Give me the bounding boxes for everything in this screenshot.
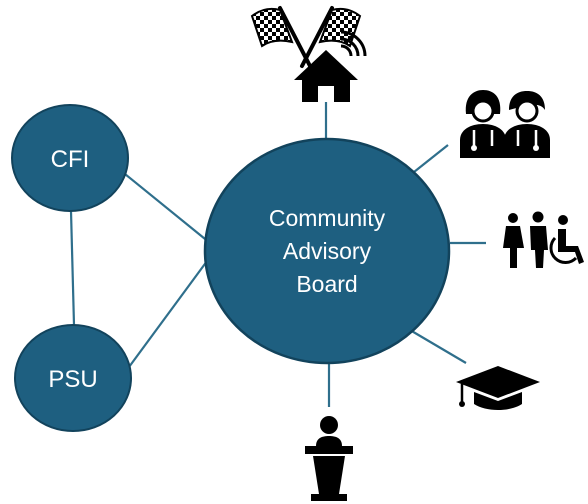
node-board-circle [203, 137, 451, 365]
node-cfi[interactable]: CFI [11, 104, 129, 212]
node-board-line-2: Advisory [283, 238, 372, 264]
node-psu[interactable]: PSU [14, 324, 132, 432]
connector-cfi-board [124, 173, 211, 244]
healthcare-workers-icon [460, 90, 550, 158]
node-cfi-circle [11, 104, 129, 212]
connector-cfi-psu [69, 210, 76, 326]
checkered-flags-icon [250, 6, 362, 68]
family-accessibility-icon [503, 211, 584, 268]
connectors [69, 102, 486, 407]
node-board-line-3: Board [296, 271, 357, 297]
connector-psu-board [128, 256, 211, 368]
node-board-line-1: Community [269, 205, 386, 231]
node-psu-label: PSU [48, 366, 97, 393]
smart-home-icon [294, 30, 367, 102]
speaker-podium-icon [305, 416, 353, 501]
node-psu-circle [14, 324, 132, 432]
connector-board-education [409, 329, 467, 364]
node-community-advisory-board[interactable]: Community Advisory Board [203, 137, 451, 365]
connector-board-workers [413, 144, 449, 173]
node-cfi-label: CFI [51, 146, 90, 173]
graduation-cap-icon [456, 366, 540, 410]
